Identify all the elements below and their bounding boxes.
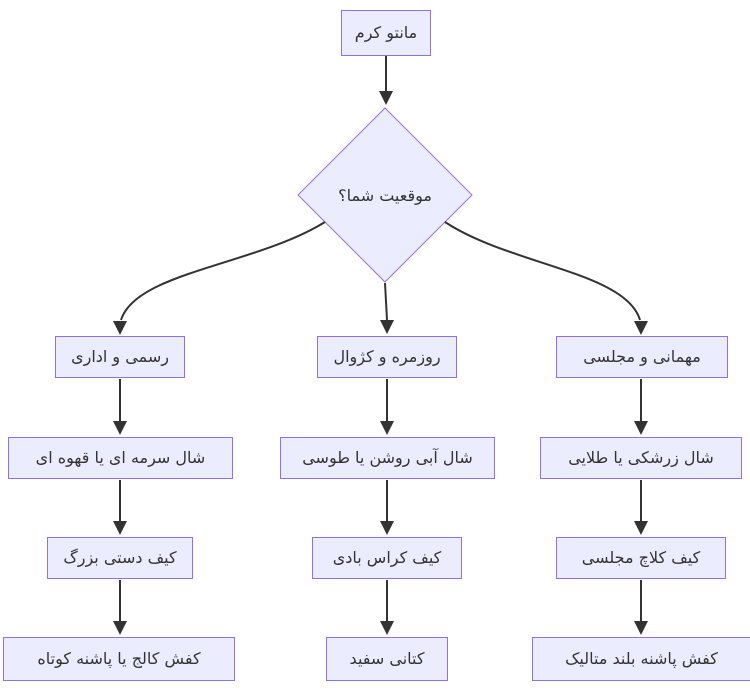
arrowhead-formal-step3 xyxy=(113,621,127,635)
node-branch-party: مهمانی و مجلسی xyxy=(556,336,728,378)
node-formal-shawl: شال سرمه ای یا قهوه ای xyxy=(8,437,233,479)
node-party-shoes: کفش پاشنه بلند متالیک xyxy=(532,637,750,681)
node-party-bag: کیف کلاچ مجلسی xyxy=(556,537,726,579)
arrowhead-casual-step2 xyxy=(380,521,394,535)
arrowhead-root-to-decision xyxy=(379,91,393,105)
arrowhead-party-step2 xyxy=(634,521,648,535)
node-party-shawl: شال زرشکی یا طلایی xyxy=(540,437,742,479)
node-formal-shoes: کفش کالج یا پاشنه کوتاه xyxy=(3,637,235,681)
node-branch-casual: روزمره و کژوال xyxy=(317,336,457,378)
arrowhead-party-step3 xyxy=(634,621,648,635)
arrowhead-decision-to-formal xyxy=(113,321,127,335)
arrowhead-casual-step3 xyxy=(380,621,394,635)
node-decision-label: موقعیت شما؟ xyxy=(338,185,432,205)
node-casual-bag: کیف کراس بادی xyxy=(312,537,462,579)
decision-diamond-shape xyxy=(297,107,473,283)
edge-decision-to-casual xyxy=(384,282,388,321)
node-casual-shawl: شال آبی روشن یا طوسی xyxy=(280,437,495,479)
node-formal-bag: کیف دستی بزرگ xyxy=(47,537,193,579)
node-casual-shoes: کتانی سفید xyxy=(326,637,448,681)
arrowhead-formal-step1 xyxy=(113,421,127,435)
edge-decision-to-formal xyxy=(120,221,326,321)
arrowhead-formal-step2 xyxy=(113,521,127,535)
arrowhead-party-step1 xyxy=(634,421,648,435)
arrowhead-casual-step1 xyxy=(380,421,394,435)
edge-decision-to-party xyxy=(444,221,641,321)
node-branch-formal: رسمی و اداری xyxy=(55,336,185,378)
arrowhead-decision-to-party xyxy=(634,321,648,335)
arrowhead-decision-to-casual xyxy=(380,320,394,334)
node-root-manto: مانتو کرم xyxy=(341,10,431,56)
